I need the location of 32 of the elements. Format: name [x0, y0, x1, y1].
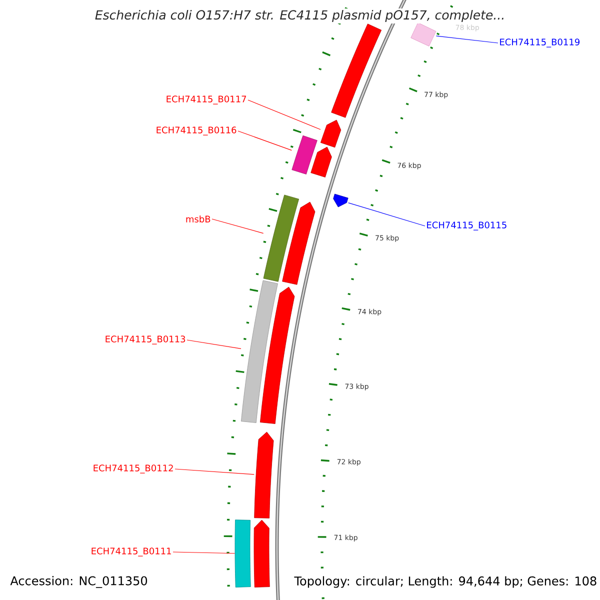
- gene-feature: [333, 194, 348, 208]
- gene-label: ECH74115_B0113: [106, 336, 186, 344]
- topology-text: Topology: circular; Length: 94,644 bp; Genes: 108: [293, 575, 598, 589]
- gene-label: ECH74115_B0115: [427, 222, 506, 230]
- gene-feature: [282, 202, 316, 285]
- gene-feature: [254, 520, 270, 588]
- gene-feature: [241, 280, 278, 423]
- leader-line: [248, 100, 321, 130]
- leader-line: [186, 340, 242, 349]
- gene-label: msbB: [186, 216, 210, 222]
- gene-feature: [234, 520, 251, 588]
- gene-feature: [263, 194, 300, 282]
- gene-label: ECH74115_B0117: [166, 96, 246, 104]
- gene-label: ECH74115_B0119: [500, 38, 580, 48]
- title: Escherichia coli O157:H7 str. EC4115 plasmid pO157, complete...: [93, 8, 507, 24]
- leader-line: [238, 130, 292, 151]
- gene-feature: [254, 432, 274, 518]
- leader-line: [436, 36, 498, 44]
- leader-line: [348, 202, 426, 226]
- gene-feature: [310, 146, 332, 178]
- leader-line: [174, 468, 254, 475]
- leader-line: [212, 218, 264, 234]
- gene-label: ECH74115_B0112: [94, 464, 173, 474]
- gene-feature: [331, 24, 382, 118]
- gene-feature: [260, 286, 295, 424]
- leader-line: [172, 552, 236, 554]
- accession-text: Accession: NC_011350: [9, 575, 149, 589]
- gene-label: ECH74115_B0116: [156, 126, 236, 136]
- gene-feature: [320, 120, 342, 148]
- gene-label: ECH74115_B0111: [92, 548, 171, 556]
- gene-feature: [292, 135, 318, 174]
- gene-feature: [410, 22, 436, 46]
